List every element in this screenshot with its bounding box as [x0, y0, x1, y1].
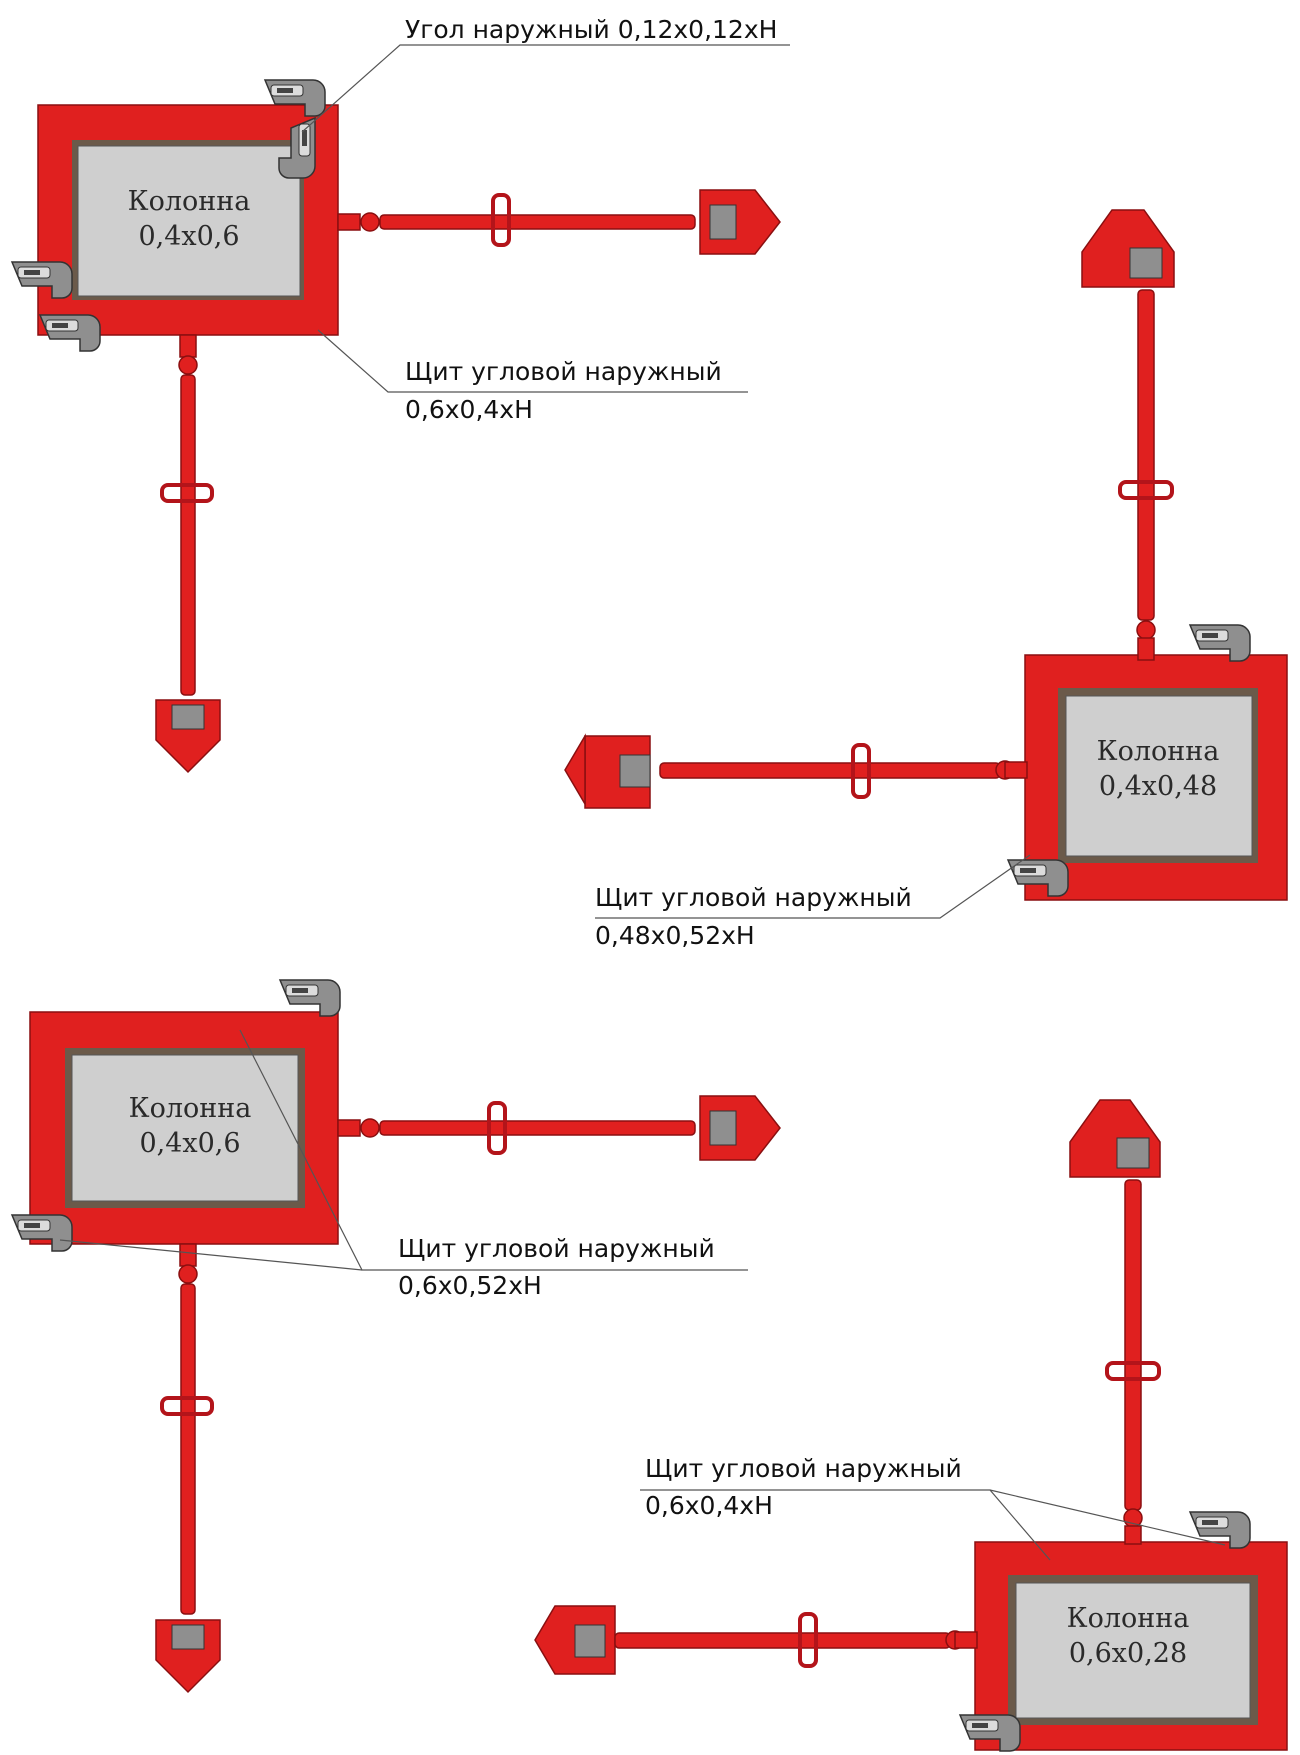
- push-pull-prop-icon: [337, 1095, 781, 1161]
- column-label: Колонна: [128, 186, 251, 217]
- panel-2: Колонна 0,4x0,48 Щит угловой: [564, 209, 1288, 950]
- push-pull-prop-icon: [564, 733, 1028, 809]
- callout-label: 0,48x0,52xH: [595, 921, 755, 950]
- column-size: 0,4x0,6: [138, 221, 239, 252]
- column-size: 0,4x0,6: [139, 1128, 240, 1159]
- panel-4: Колонна 0,6x0,28 Щит угловой н: [534, 1099, 1288, 1752]
- corner-clamp-icon: [279, 979, 341, 1017]
- column-size: 0,6x0,28: [1069, 1638, 1187, 1669]
- corner-clamp-icon: [39, 314, 101, 352]
- leader-line: [317, 329, 748, 393]
- leader-line: [301, 44, 790, 133]
- push-pull-prop-icon: [1081, 209, 1175, 661]
- callout-label: Щит угловой наружный: [595, 883, 912, 912]
- callout-label: 0,6x0,4xH: [405, 395, 533, 424]
- push-pull-prop-icon: [1069, 1099, 1161, 1545]
- push-pull-prop-icon: [337, 189, 781, 255]
- push-pull-prop-icon: [155, 1243, 221, 1694]
- callout-label: 0,6x0,52xH: [398, 1271, 542, 1300]
- push-pull-prop-icon: [534, 1605, 978, 1675]
- push-pull-prop-icon: [155, 334, 221, 774]
- panel-3: Колонна 0,4x0,6 Щит угловой на: [11, 979, 781, 1694]
- panel-1: Колонна 0,4x0,6: [11, 15, 790, 774]
- column-section: [1015, 1582, 1251, 1719]
- callout-label: Щит угловой наружный: [398, 1234, 715, 1263]
- callout-label: 0,6x0,4xH: [645, 1491, 773, 1520]
- column-label: Колонна: [129, 1093, 252, 1124]
- callout-label: Щит угловой наружный: [405, 357, 722, 386]
- corner-clamp-icon: [11, 1214, 73, 1252]
- column-section: [77, 145, 301, 297]
- column-section: [1065, 695, 1253, 857]
- column-label: Колонна: [1067, 1603, 1190, 1634]
- leader-line: [595, 854, 1031, 919]
- callout-label: Щит угловой наружный: [645, 1454, 962, 1483]
- callout-label: Угол наружный 0,12x0,12xH: [405, 15, 777, 44]
- column-label: Колонна: [1097, 736, 1220, 767]
- leader-line: [59, 1239, 363, 1271]
- column-section: [71, 1054, 299, 1202]
- column-size: 0,4x0,48: [1099, 771, 1217, 802]
- leader-line: [989, 1489, 1226, 1546]
